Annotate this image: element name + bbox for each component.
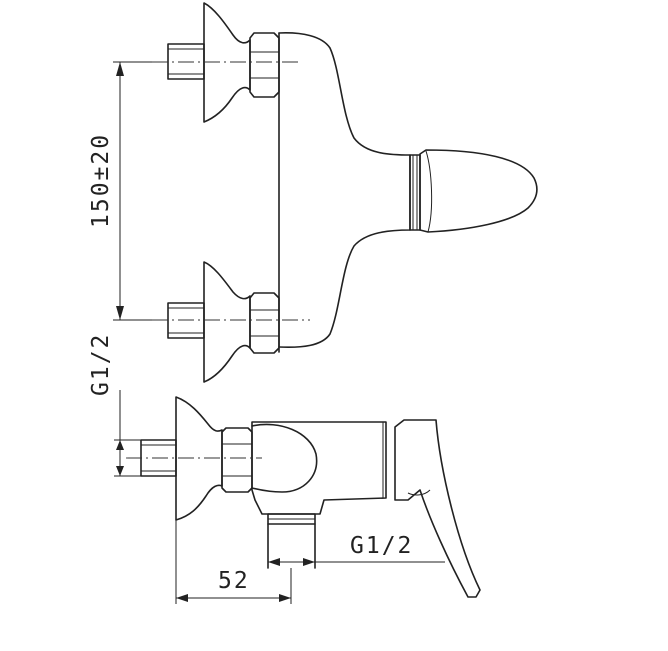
side-cartridge-dome: [251, 423, 318, 493]
side-wall-flange: [175, 396, 223, 521]
upper-wall-flange: [203, 2, 251, 123]
inlet-thread-label: G1/2: [88, 333, 114, 396]
center-distance-label: 150±20: [88, 133, 114, 228]
side-hex-nut: [221, 427, 253, 493]
lever-collar: [409, 154, 421, 231]
lever-handle-top: [419, 149, 538, 233]
side-body-outline: [251, 421, 387, 515]
mixer-body-outline: [278, 32, 411, 349]
upper-inlet-pipe: [167, 43, 205, 80]
lower-hex-nut: [249, 292, 280, 354]
lever-handle-side: [394, 419, 481, 598]
upper-hex-nut: [249, 32, 280, 98]
lower-wall-flange: [203, 261, 251, 383]
wall-offset-label: 52: [218, 568, 250, 594]
side-view: G1/2 G1/2 52: [88, 333, 481, 604]
lower-inlet-pipe: [167, 302, 205, 339]
top-view: 150±20: [88, 2, 538, 383]
outlet-thread-label: G1/2: [350, 533, 413, 559]
